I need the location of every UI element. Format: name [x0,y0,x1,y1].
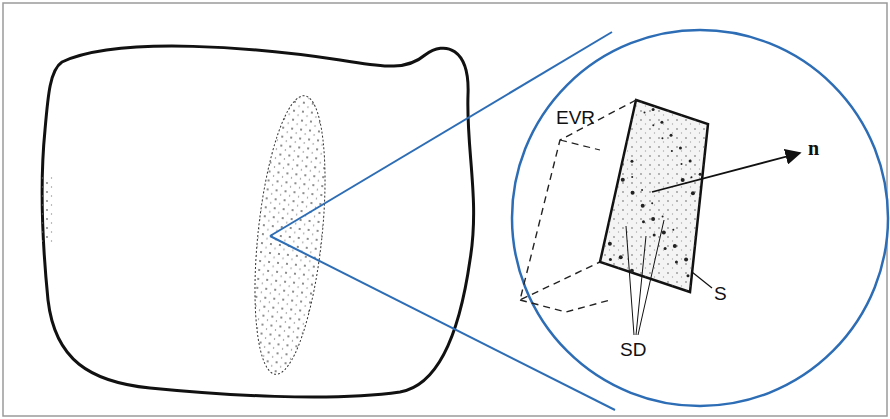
normal-label: n [808,138,819,158]
rve-cube [520,99,708,312]
leader-line [638,220,664,335]
leader-line [692,272,712,288]
frame [3,3,887,416]
surface-label: S [714,284,727,303]
normal-arrow [652,153,800,192]
leader-line [626,226,634,335]
cross-section [244,92,337,377]
body-outline [42,46,473,397]
zoom-circle [512,30,888,406]
defect-surface-label: SD [620,340,646,359]
support-shading [40,175,54,245]
region-label: EVR [556,108,595,127]
